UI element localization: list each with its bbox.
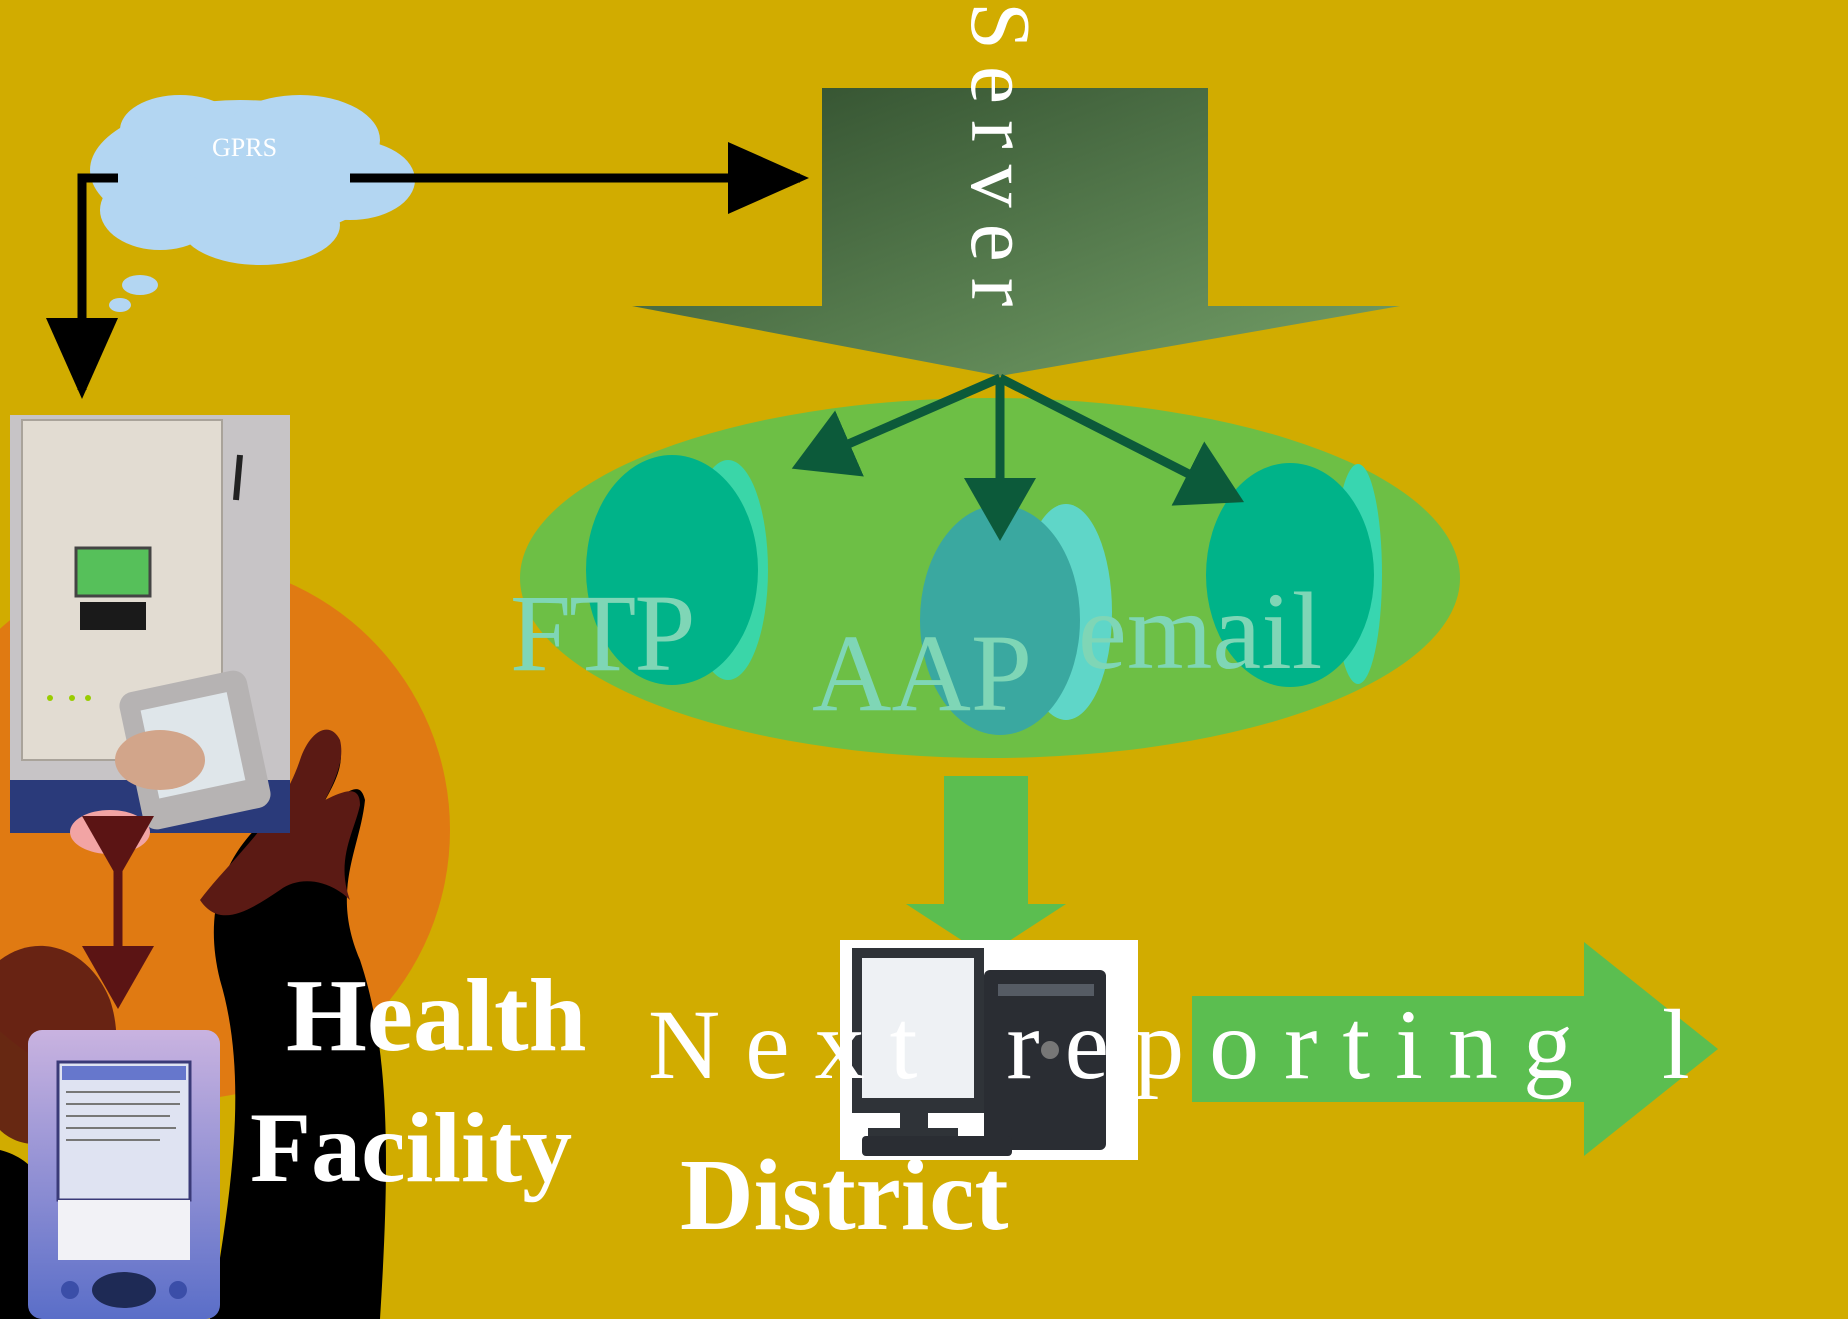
- protocol-disks: [586, 455, 1382, 735]
- protocol-ftp-label: FTP: [510, 572, 696, 694]
- modem-photo: [10, 415, 290, 833]
- desktop-computer-photo: [840, 940, 1138, 1160]
- pda-photo: [28, 1030, 220, 1319]
- cloud-label: GPRS: [212, 133, 278, 162]
- server-to-protocols-arrows: [791, 373, 1245, 541]
- connector-cloud-to-modem: [46, 173, 118, 399]
- health-facility-label-line1: Health: [286, 958, 587, 1073]
- cloud-icon: [90, 95, 415, 312]
- server-arrow: [632, 88, 1400, 376]
- district-label: District: [680, 1139, 1009, 1252]
- protocol-email-label: email: [1078, 570, 1323, 692]
- health-facility-label-line2: Facility: [250, 1092, 573, 1203]
- down-arrow-to-district: [906, 776, 1066, 956]
- arrow-to-next-level: [1192, 942, 1718, 1156]
- server-label: Server: [953, 2, 1049, 323]
- next-reporting-level-label: Next reporting l: [648, 989, 1715, 1100]
- protocol-aap-label: AAP: [812, 612, 1033, 734]
